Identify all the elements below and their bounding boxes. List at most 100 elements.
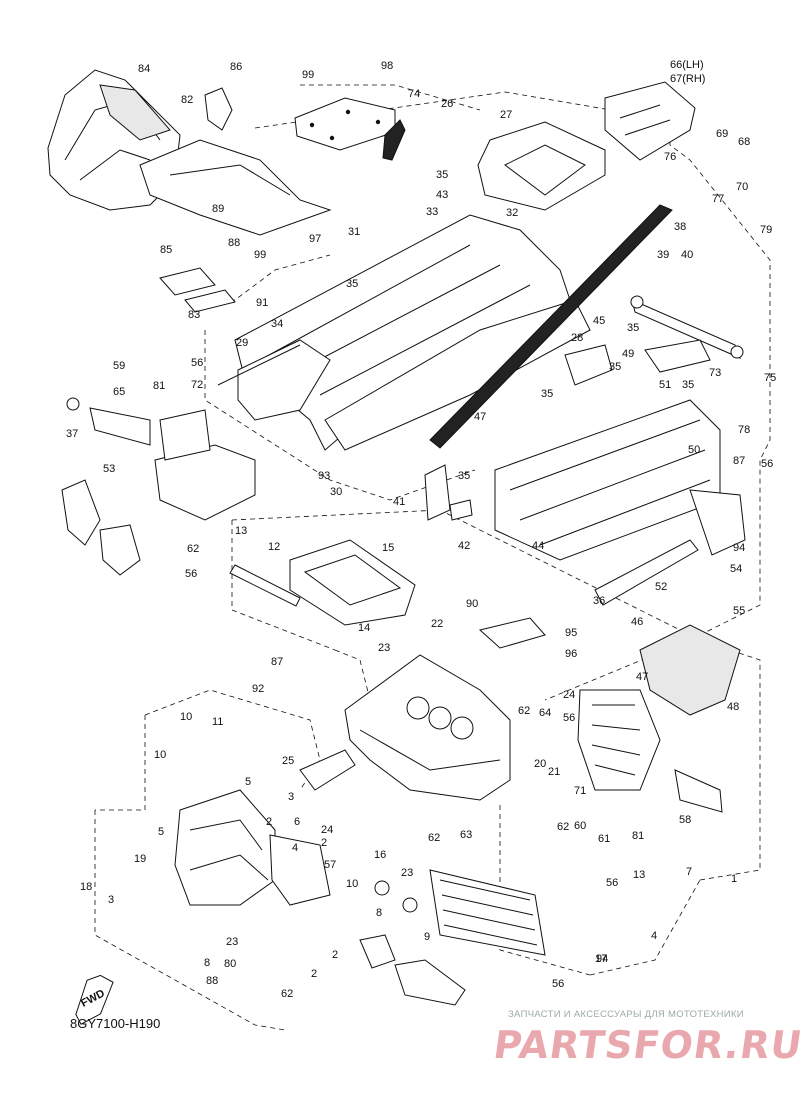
callout-label: 31 — [348, 226, 360, 238]
callout-label: 98 — [381, 60, 393, 72]
callout-label: 56 — [185, 568, 197, 580]
callout-label: 46 — [631, 616, 643, 628]
callout-label: 77 — [712, 193, 724, 205]
callout-label: 2 — [266, 816, 272, 828]
callout-label: 28 — [571, 332, 583, 344]
callout-label: 35 — [436, 169, 448, 181]
callout-label: 32 — [506, 207, 518, 219]
part-74-bracket — [382, 119, 406, 161]
callout-label: 96 — [565, 648, 577, 660]
callout-label: 83 — [188, 309, 200, 321]
callout-label: 24 — [321, 824, 333, 836]
callout-label: 20 — [534, 758, 546, 770]
callout-label: 25 — [282, 755, 294, 767]
part-82-bracket — [139, 139, 332, 236]
callout-label: 6 — [294, 816, 300, 828]
callout-label: 1 — [731, 873, 737, 885]
callout-label: 2 — [332, 949, 338, 961]
callout-label: 94 — [733, 542, 745, 554]
callout-label: 9 — [424, 931, 430, 943]
part-25-bracket — [299, 749, 356, 791]
main-tunnel-frame — [234, 214, 591, 451]
callout-label: 35 — [541, 388, 553, 400]
callout-label: 75 — [764, 372, 776, 384]
callout-label: 54 — [730, 563, 742, 575]
callout-label: 49 — [622, 348, 634, 360]
part-90-95-plate — [478, 617, 546, 649]
part-94-lower-bracket — [359, 934, 466, 1006]
part-16-radiator — [429, 869, 546, 956]
callout-label: 3 — [288, 791, 294, 803]
callout-label: 79 — [760, 224, 772, 236]
callout-label: 39 — [657, 249, 669, 261]
callout-label: 4 — [292, 842, 298, 854]
callout-label: 62 — [281, 988, 293, 1000]
callout-label: 51 — [659, 379, 671, 391]
callout-label: 23 — [378, 642, 390, 654]
callout-label: 82 — [181, 94, 193, 106]
callout-label: 64 — [539, 707, 551, 719]
callout-label: 80 — [224, 958, 236, 970]
part-27-console — [477, 121, 606, 211]
callout-label: 22 — [431, 618, 443, 630]
callout-label: 7 — [686, 866, 692, 878]
callout-label: 99 — [302, 69, 314, 81]
callout-label: 62 — [428, 832, 440, 844]
callout-label: 92 — [252, 683, 264, 695]
main-front-frame — [344, 654, 511, 801]
callout-label: 57 — [324, 859, 336, 871]
callout-label: 73 — [709, 367, 721, 379]
callout-label: 38 — [674, 221, 686, 233]
callout-label: 65 — [113, 386, 125, 398]
callout-label: 27 — [500, 109, 512, 121]
callout-label: 35 — [682, 379, 694, 391]
callout-label: 86 — [230, 61, 242, 73]
callout-label: 97 — [309, 233, 321, 245]
part-59-bracket — [66, 397, 151, 446]
callout-label: 62 — [557, 821, 569, 833]
callout-label: 56 — [761, 458, 773, 470]
callout-label: 30 — [330, 486, 342, 498]
callout-label: 47 — [474, 411, 486, 423]
callout-label: 5 — [245, 776, 251, 788]
watermark-logo: PARTSFOR.RU — [490, 1023, 800, 1067]
callout-label: 37 — [66, 428, 78, 440]
part-12-rail — [229, 564, 301, 607]
callout-label: 56 — [606, 877, 618, 889]
callout-label: 67(RH) — [670, 73, 705, 85]
callout-label: 76 — [664, 151, 676, 163]
callout-label: 35 — [458, 470, 470, 482]
part-45-49-brackets — [564, 339, 711, 386]
callout-label: 21 — [548, 766, 560, 778]
callout-label: 56 — [552, 978, 564, 990]
callout-label: 69 — [716, 128, 728, 140]
callout-label: 24 — [563, 689, 575, 701]
callout-label: 23 — [401, 867, 413, 879]
callout-label: 12 — [268, 541, 280, 553]
callout-label: 15 — [382, 542, 394, 554]
callout-label: 62 — [518, 705, 530, 717]
part-98-plate — [294, 97, 396, 151]
part-86-clip — [204, 87, 233, 131]
callout-label: 4 — [651, 930, 657, 942]
callout-label: 62 — [187, 543, 199, 555]
callout-label: 35 — [346, 278, 358, 290]
callout-label: 48 — [727, 701, 739, 713]
callout-label: 87 — [733, 455, 745, 467]
callout-label: 50 — [688, 444, 700, 456]
callout-label: 19 — [134, 853, 146, 865]
callout-label: 45 — [593, 315, 605, 327]
callout-label: 29 — [236, 337, 248, 349]
callout-label: 13 — [235, 525, 247, 537]
callout-label: 61 — [598, 833, 610, 845]
callout-label: 8 — [204, 957, 210, 969]
callout-label: 35 — [627, 322, 639, 334]
part-58-bracket — [674, 769, 723, 813]
callout-label: 23 — [226, 936, 238, 948]
callout-label: 93 — [318, 470, 330, 482]
callout-label: 8 — [376, 907, 382, 919]
callout-label: 13 — [633, 869, 645, 881]
part-46-flap — [639, 624, 741, 716]
callout-label: 17 — [595, 953, 607, 965]
